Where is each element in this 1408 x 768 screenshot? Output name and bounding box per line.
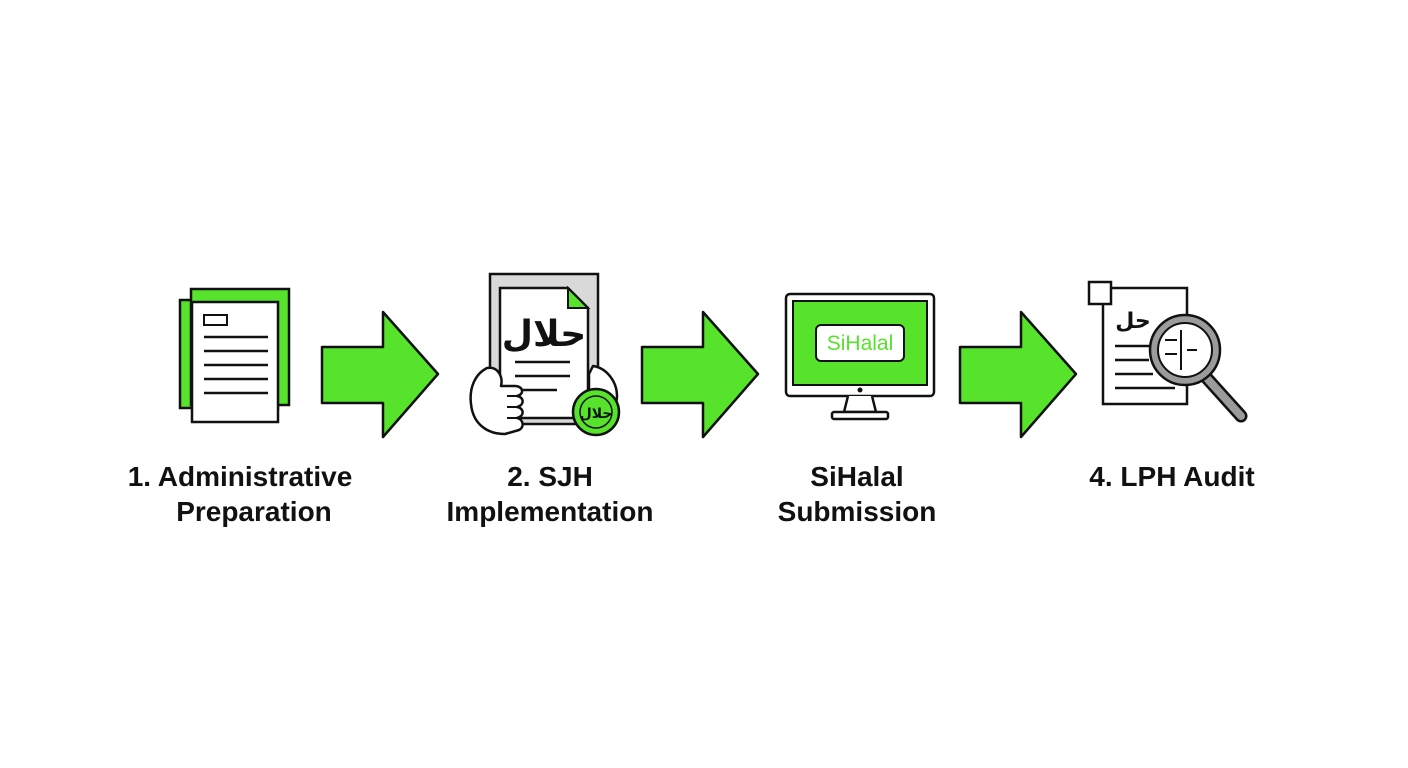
screen-text: SiHalal	[827, 332, 894, 355]
document-magnifier-icon: حل	[1087, 280, 1248, 423]
step-1-label-line-2: Preparation	[176, 496, 332, 527]
step-4-label-line-1: 4. LPH Audit	[1089, 461, 1255, 492]
documents-icon	[178, 287, 291, 424]
step-1-label: 1. Administrative Preparation	[60, 459, 420, 529]
arrow-right-icon	[958, 310, 1078, 439]
step-1-label-line-1: 1. Administrative	[127, 461, 353, 492]
arrow-right-icon	[640, 310, 760, 439]
step-2-label-line-1: 2. SJH	[507, 461, 593, 492]
step-3-label-line-2: Submission	[777, 496, 937, 527]
step-3-label: SiHalal Submission	[697, 459, 1017, 529]
arrow-right-icon	[320, 310, 440, 439]
step-2-label: 2. SJH Implementation	[380, 459, 720, 529]
monitor-icon: SiHalal	[784, 292, 936, 421]
document-arabic-text: حل	[1115, 309, 1151, 334]
step-3-label-line-1: SiHalal	[810, 461, 904, 492]
step-2-label-line-2: Implementation	[446, 496, 654, 527]
halal-document-hands-icon: حلال حلال	[469, 272, 621, 437]
halal-badge-text: حلال	[580, 406, 613, 422]
halal-arabic-text: حلال	[502, 314, 587, 355]
step-4-label: 4. LPH Audit	[1022, 459, 1322, 494]
